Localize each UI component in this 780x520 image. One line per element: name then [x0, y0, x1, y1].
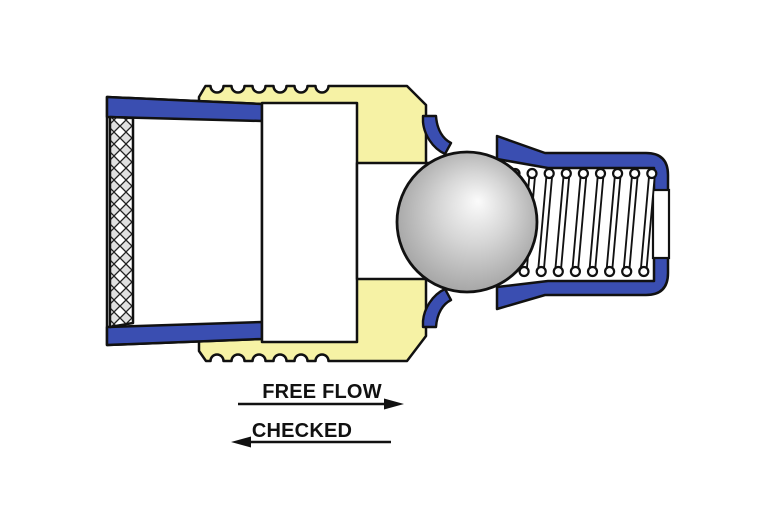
spring-coil: [543, 167, 555, 180]
free-flow-label: FREE FLOW: [262, 381, 382, 403]
spring-coil: [560, 167, 572, 180]
inlet-tube: [105, 95, 264, 347]
spring-coil: [577, 167, 590, 180]
spring-coil: [603, 265, 616, 278]
spring-coil: [590, 175, 603, 270]
spring-coil: [539, 175, 552, 270]
spring-coil: [641, 175, 654, 270]
spring-coil: [569, 265, 582, 278]
spring-coil: [607, 175, 620, 270]
spring-coil: [552, 265, 564, 278]
check-ball: [395, 150, 539, 294]
spring-coil: [526, 167, 538, 180]
free-flow-arrow: [238, 398, 404, 410]
seat-seal-bottom: [421, 287, 453, 329]
spring-coil: [518, 265, 530, 278]
checked-label: CHECKED: [252, 420, 352, 442]
spring-coil: [535, 265, 547, 278]
spring-coil: [556, 175, 569, 270]
spring-coil: [594, 167, 607, 180]
spring-coil: [638, 265, 650, 278]
body-bore: [260, 101, 359, 344]
checked-arrow: [231, 436, 391, 448]
housing-end-plug: [651, 188, 671, 260]
spring-coil: [646, 167, 658, 180]
seat-seal-top: [421, 114, 453, 156]
spring-coil: [586, 265, 599, 278]
spring-coil: [621, 265, 633, 278]
spring-coil: [624, 175, 637, 270]
filter-screen: [108, 115, 135, 329]
spring-coil: [629, 167, 641, 180]
spring-coil: [573, 175, 586, 270]
spring-coil: [611, 167, 624, 180]
